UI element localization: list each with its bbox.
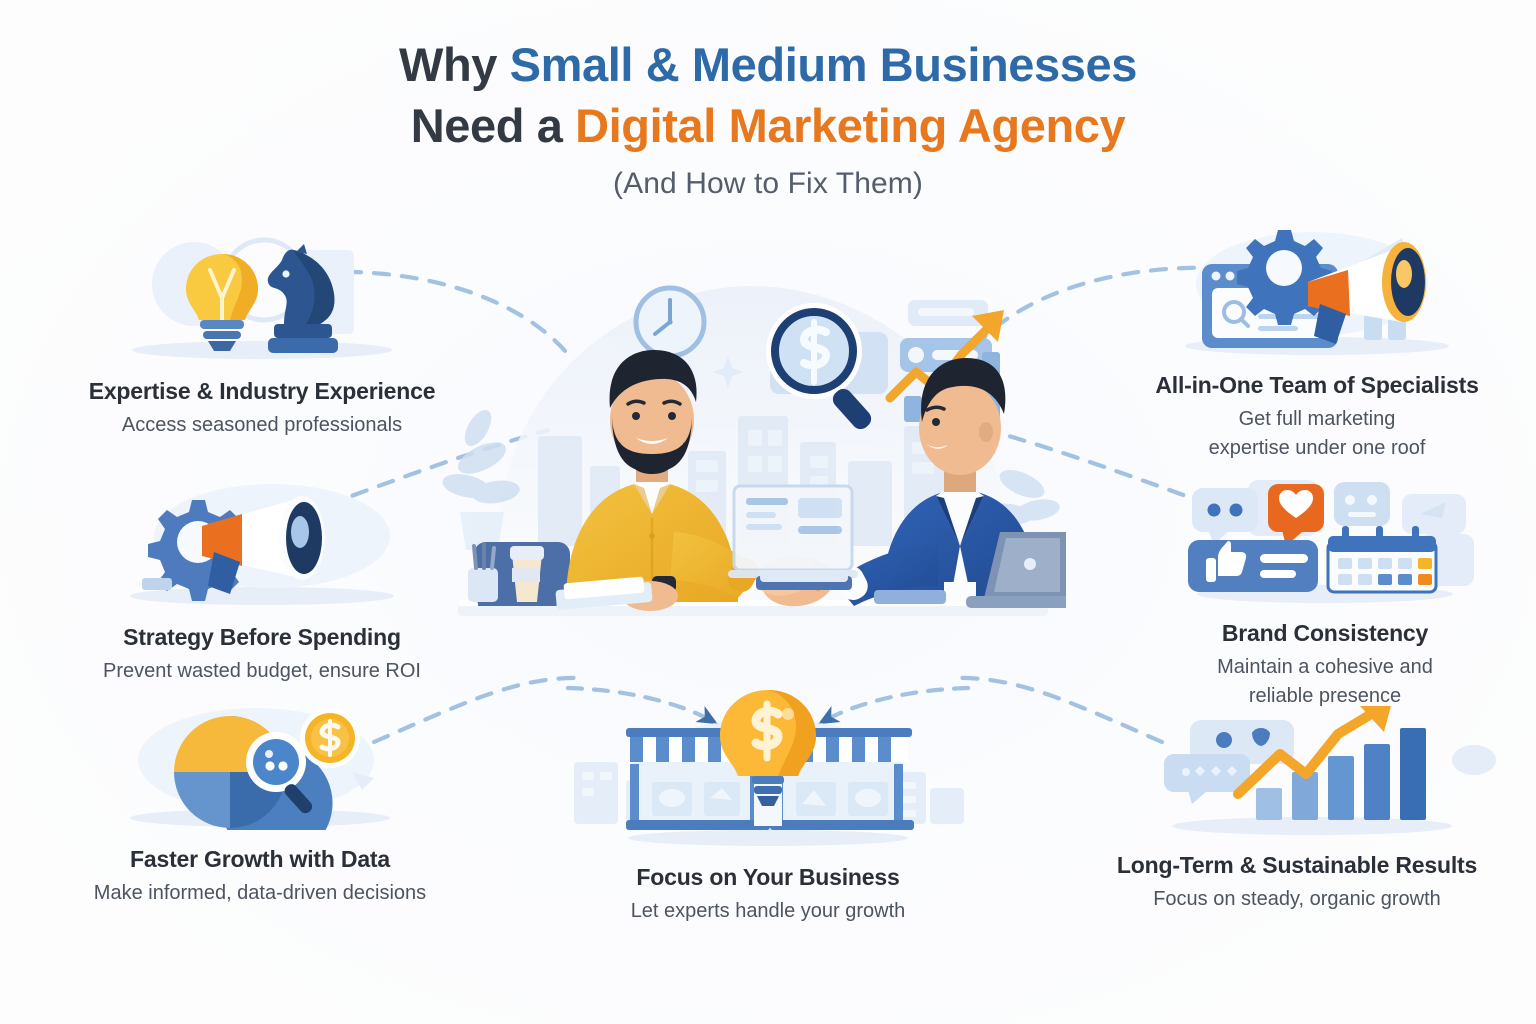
- dollar-coin-icon: [300, 708, 360, 768]
- feature-caption: Get full marketing expertise under one r…: [1112, 405, 1522, 462]
- magnifier-icon: [246, 732, 313, 814]
- face-bubble-icon: [1334, 482, 1390, 526]
- feature-heading: Long-Term & Sustainable Results: [1116, 852, 1478, 878]
- chat-bubble-icon: [1192, 488, 1258, 544]
- social-cards-calendar-icon: [1188, 480, 1474, 603]
- like-card-icon: [1188, 540, 1318, 592]
- laptop-center: [728, 484, 858, 578]
- person-business-owner: [566, 350, 760, 611]
- feature-caption-line-2: expertise under one roof: [1208, 436, 1426, 459]
- calendar-icon: [1326, 526, 1438, 594]
- title-highlight-agency: Digital Marketing Agency: [575, 99, 1126, 153]
- heart-bubble-icon: [1268, 484, 1324, 546]
- feature-focus: Focus on Your Business Let experts handl…: [568, 688, 968, 926]
- feature-caption: Let experts handle your growth: [630, 900, 906, 923]
- feature-brand: Brand Consistency Maintain a cohesive an…: [1120, 474, 1530, 710]
- title-word-why: Why: [399, 38, 510, 91]
- page-title: Why Small & Medium Businesses Need a Dig…: [0, 34, 1536, 201]
- title-word-need: Need a: [410, 99, 576, 153]
- feature-caption-line-1: Maintain a cohesive and: [1217, 656, 1433, 679]
- magnifier-dollar-icon: [766, 303, 872, 430]
- center-illustration: [442, 285, 1066, 616]
- title-line-2: Need a Digital Marketing Agency: [0, 95, 1536, 156]
- desk-props: [468, 542, 946, 610]
- growth-arrow-icon: [1233, 702, 1392, 799]
- megaphone-icon: [142, 496, 325, 594]
- feature-caption: Prevent wasted budget, ensure ROI: [103, 660, 421, 683]
- feature-heading: Brand Consistency: [1221, 620, 1429, 646]
- feature-heading: Faster Growth with Data: [130, 846, 390, 872]
- potted-plant-left: [442, 409, 520, 550]
- gear-megaphone-icon: [130, 484, 394, 605]
- feature-caption-line-2: reliable presence: [1248, 684, 1402, 707]
- browser-gear-megaphone-icon: [1185, 230, 1449, 355]
- feature-longterm: Long-Term & Sustainable Results Focus on…: [1092, 702, 1502, 914]
- feature-strategy: Strategy Before Spending Prevent wasted …: [62, 478, 462, 686]
- bar-chart-growth-arrow-icon: [1164, 702, 1496, 835]
- person-agency-specialist: [834, 358, 1047, 606]
- feature-caption: Make informed, data-driven decisions: [93, 882, 427, 905]
- lightbulb-dollar-icon: [720, 690, 816, 806]
- lightbulb-icon: [186, 254, 258, 351]
- pie-chart-magnifier-dollar-icon: [130, 708, 390, 860]
- feature-expertise: Expertise & Industry Experience Access s…: [62, 232, 462, 440]
- sparkle-icon: [712, 356, 744, 388]
- bar-chart-icon: [1256, 728, 1426, 820]
- feature-caption: Focus on steady, organic growth: [1153, 888, 1441, 911]
- feature-team: All-in-One Team of Specialists Get full …: [1112, 226, 1522, 462]
- page-subtitle: (And How to Fix Them): [613, 167, 923, 201]
- megaphone-icon: [1308, 242, 1426, 344]
- feature-growth: Faster Growth with Data Make informed, d…: [60, 700, 460, 908]
- feature-heading: Expertise & Industry Experience: [88, 378, 436, 404]
- chess-knight-icon: [267, 244, 338, 353]
- feature-heading: All-in-One Team of Specialists: [1155, 372, 1479, 398]
- feature-caption-line-1: Get full marketing: [1238, 408, 1396, 431]
- feature-caption: Maintain a cohesive and reliable presenc…: [1120, 653, 1530, 710]
- laptop-right: [966, 532, 1066, 608]
- title-line-1: Why Small & Medium Businesses: [0, 34, 1536, 95]
- storefront-lightbulb-dollar-icon: [574, 690, 964, 846]
- feature-caption: Access seasoned professionals: [121, 414, 403, 437]
- clock-icon: [633, 285, 707, 359]
- lightbulb-chess-knight-icon: [132, 237, 392, 359]
- feature-heading: Focus on Your Business: [636, 864, 900, 890]
- feature-heading: Strategy Before Spending: [123, 624, 401, 650]
- title-highlight-smb: Small & Medium Businesses: [509, 38, 1138, 91]
